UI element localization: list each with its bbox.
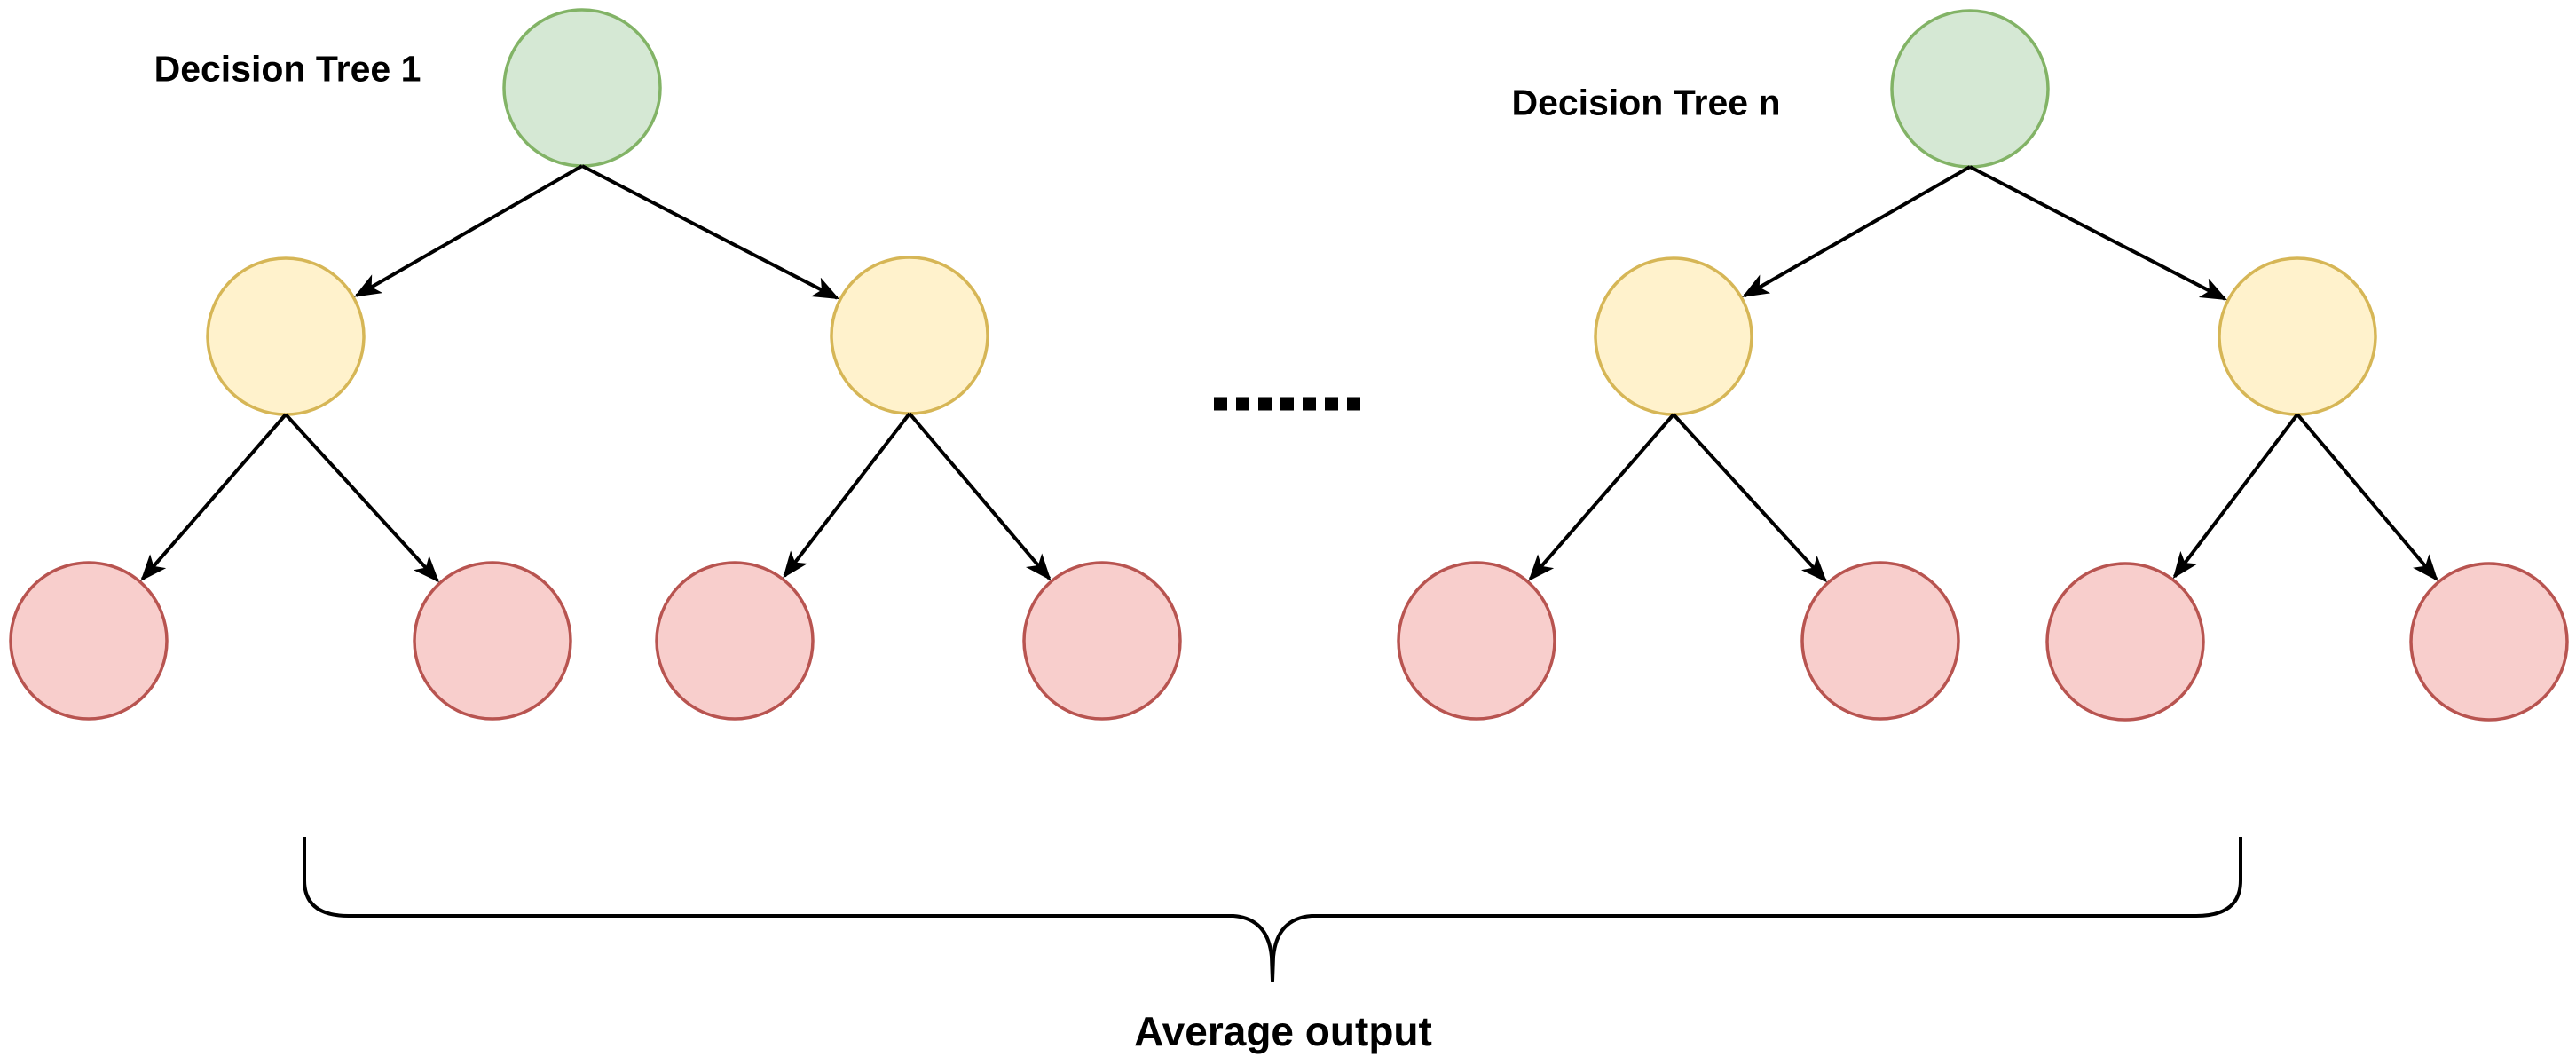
edge-tn-root-to-tn-int-right xyxy=(1969,165,2227,301)
edge-t1-root-to-t1-int-left xyxy=(354,164,583,297)
t1-leaf-1-node xyxy=(9,561,169,721)
tn-leaf-2-node xyxy=(1800,561,1960,721)
edge-tn-int-left-to-tn-leaf-1 xyxy=(1528,413,1675,581)
t1-leaf-3-node xyxy=(655,561,815,721)
edge-tn-root-to-tn-int-left xyxy=(1742,165,1971,298)
tn-leaf-3-node xyxy=(2045,562,2205,722)
diagram-layer xyxy=(9,8,2569,982)
t1-leaf-2-node xyxy=(413,561,572,721)
edge-t1-int-left-to-t1-leaf-1 xyxy=(140,413,288,581)
t1-int-right-node xyxy=(830,256,989,415)
edge-tn-int-right-to-tn-leaf-3 xyxy=(2172,413,2299,580)
tn-int-right-node xyxy=(2218,256,2377,416)
t1-leaf-4-node xyxy=(1022,561,1182,721)
tn-leaf-1-node xyxy=(1397,561,1556,721)
average-output-label: Average output xyxy=(1134,1008,1432,1054)
tn-int-left-node xyxy=(1594,256,1753,416)
t1-root-node xyxy=(502,8,662,168)
t1-int-left-node xyxy=(206,256,366,416)
edge-t1-int-right-to-t1-leaf-3 xyxy=(783,412,911,579)
tn-root-node xyxy=(1890,9,2050,169)
decision-tree-n-label: Decision Tree n xyxy=(1511,82,1781,123)
edge-t1-root-to-t1-int-right xyxy=(581,164,839,300)
edge-tn-int-right-to-tn-leaf-4 xyxy=(2296,413,2438,581)
tn-leaf-4-node xyxy=(2409,562,2569,722)
edge-t1-int-right-to-t1-leaf-4 xyxy=(908,412,1052,581)
edge-t1-int-left-to-t1-leaf-2 xyxy=(284,413,439,583)
edge-tn-int-left-to-tn-leaf-2 xyxy=(1672,413,1827,583)
decision-tree-1-label: Decision Tree 1 xyxy=(154,48,421,90)
average-brace xyxy=(303,837,2242,982)
